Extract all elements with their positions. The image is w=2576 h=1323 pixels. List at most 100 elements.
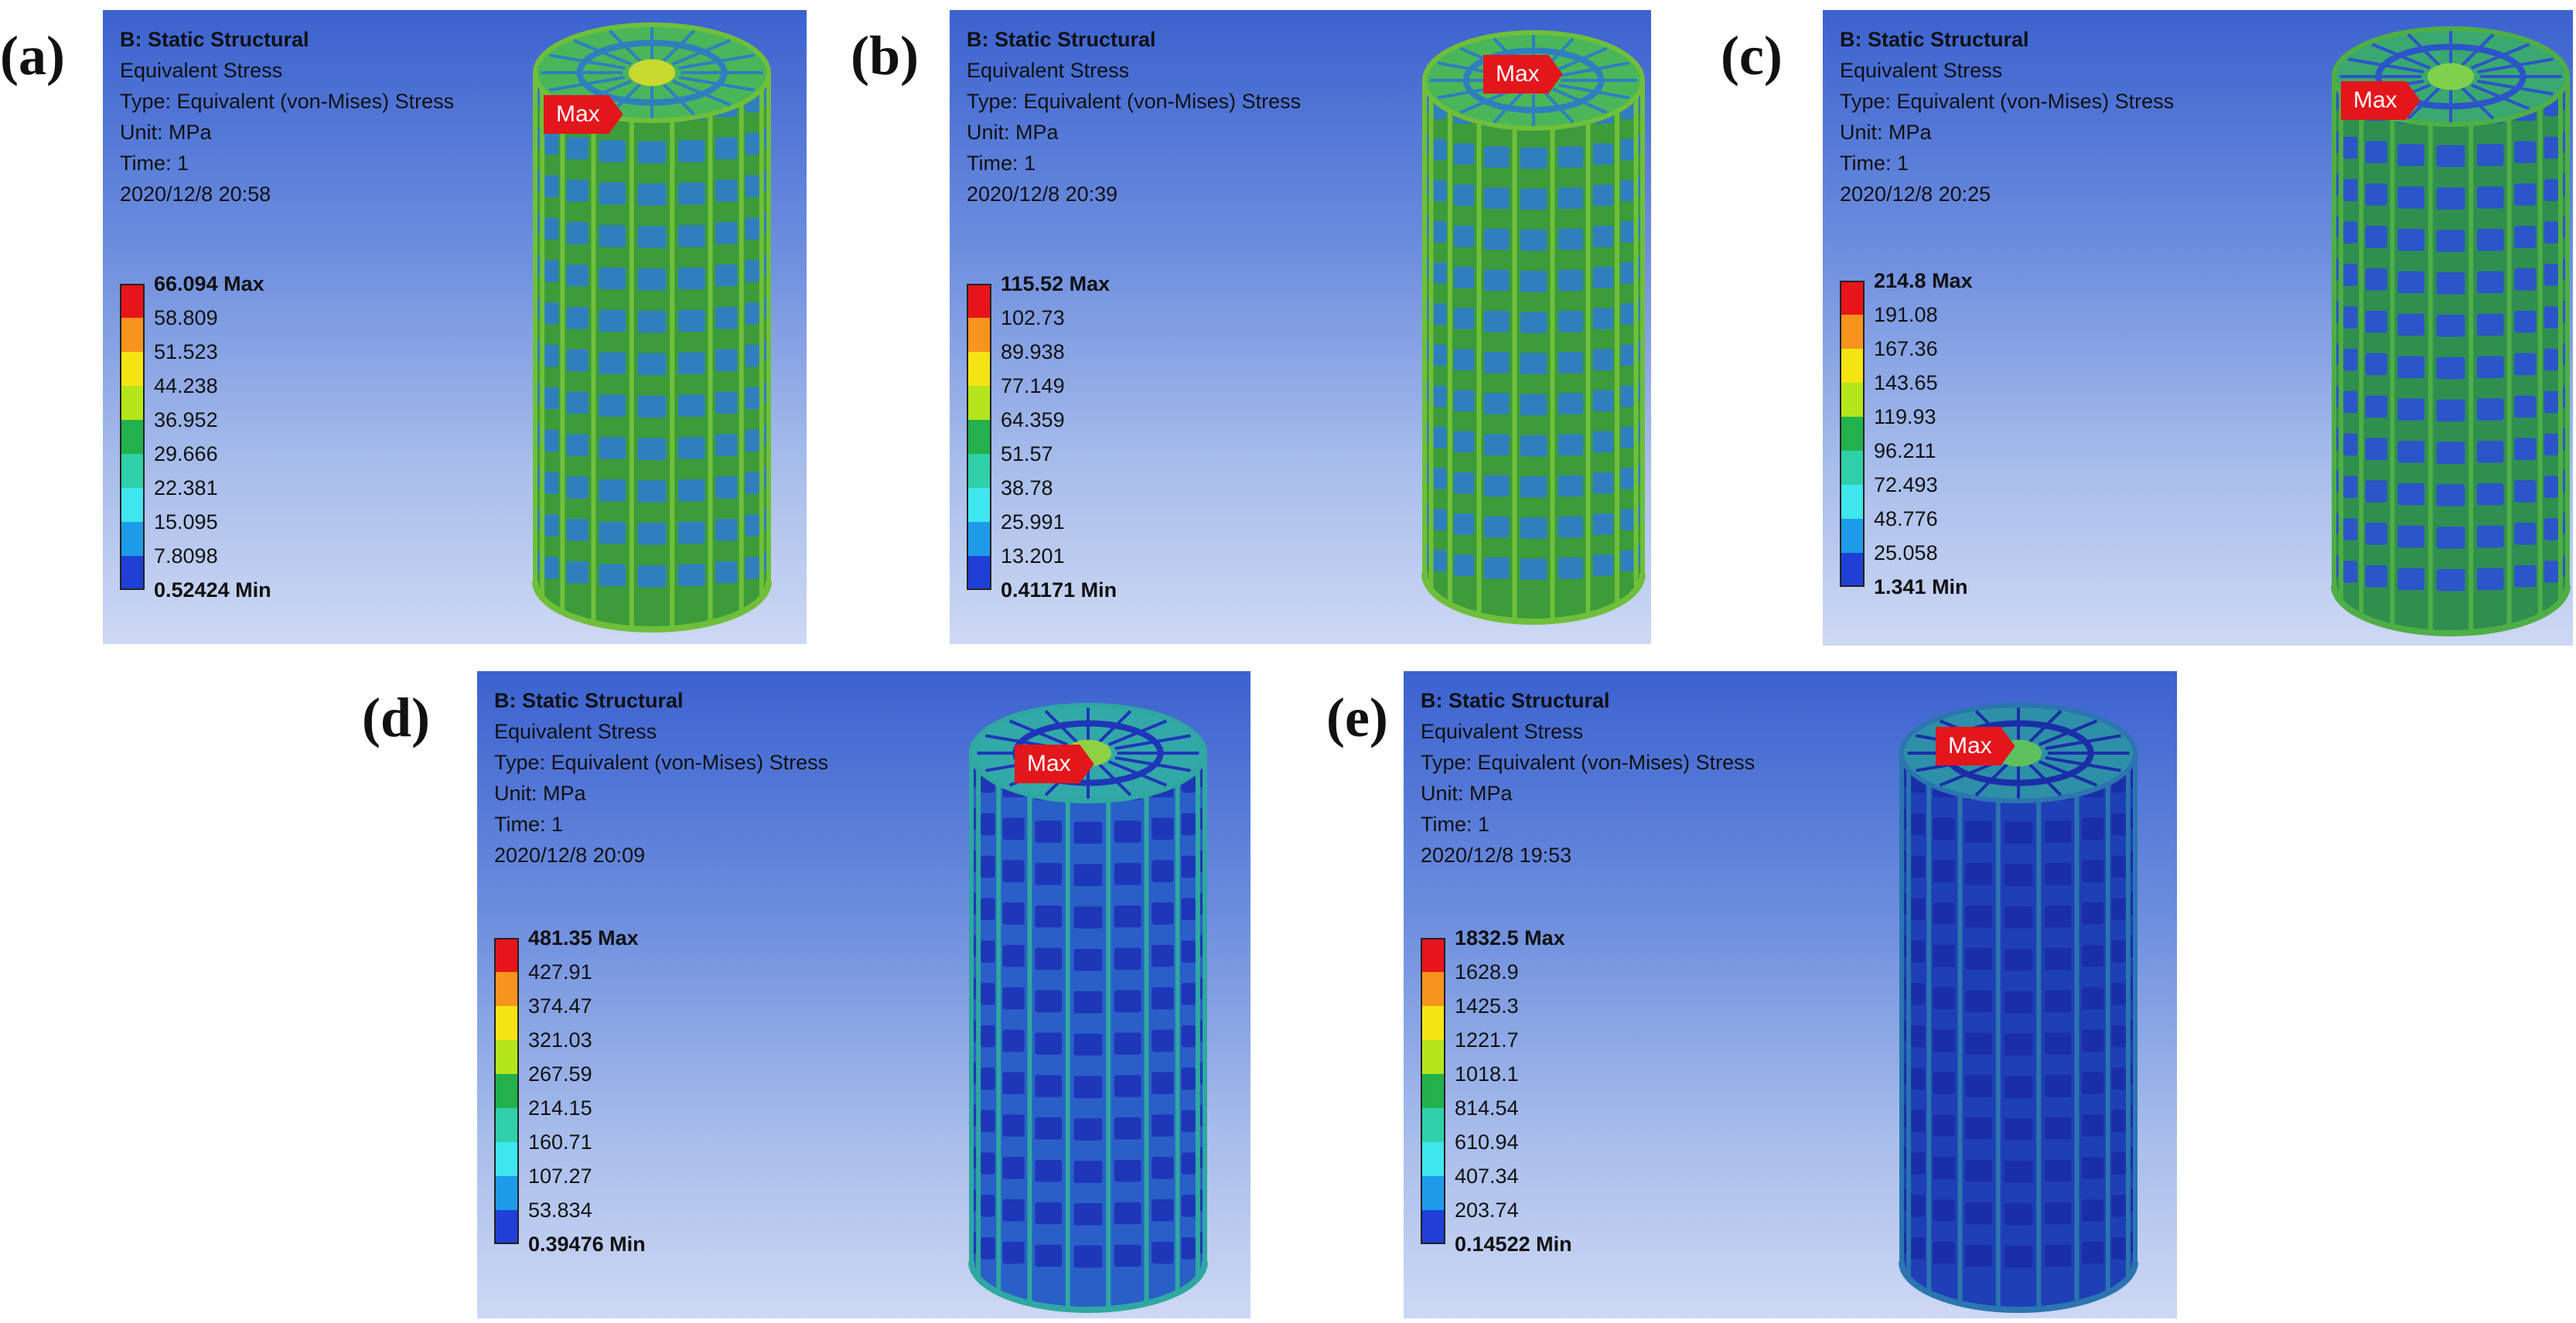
legend-swatch [1421,972,1445,1006]
legend-swatch [1840,417,1865,451]
legend-swatch [494,1006,519,1040]
legend-swatch [120,386,145,420]
legend-value: 191.08 [1874,303,1938,326]
lattice-hole [2397,525,2425,548]
legend-max-value: 214.8 Max [1874,269,1973,292]
lattice-hole [1453,266,1475,288]
lattice-hole [1520,394,1547,416]
lattice-hole [1114,1075,1141,1097]
legend-swatch [1421,1176,1445,1210]
lattice-hole [1592,308,1614,329]
legend-swatch [1421,1040,1445,1074]
lattice-hole [1520,517,1547,539]
lattice-hole [1933,860,1955,882]
lattice-hole [1520,353,1547,375]
lattice-hole [2111,1067,2126,1090]
lattice-hole [1520,435,1547,457]
lattice-hole [2044,905,2072,928]
lattice-hole [1965,947,1993,970]
lattice-hole [1933,817,1955,841]
legend-swatch [494,938,519,972]
lattice-hole [1433,344,1447,367]
lattice-hole [1453,349,1475,370]
lattice-hole [1002,817,1025,841]
lattice-hole [1433,426,1447,448]
top-spoke [2348,57,2424,74]
lattice-hole [1073,1245,1103,1268]
lattice-cylinder-model [532,22,772,633]
lattice-hole [1181,1152,1196,1175]
lattice-hole [1620,509,1634,530]
lattice-hole [1035,1244,1063,1267]
lattice-hole [2004,821,2033,844]
lattice-hole [2476,525,2504,548]
legend-min-value: 0.14522 Min [1455,1233,1572,1256]
lattice-hole [2397,144,2425,166]
lattice-hole [1114,1159,1141,1182]
legend-value: 51.57 [1001,442,1053,465]
lattice-hole [1073,1076,1103,1099]
lattice-hole [1035,863,1063,885]
lattice-hole [1520,147,1547,169]
lattice-hole [1558,393,1584,414]
lattice-hole [2343,348,2358,371]
lattice-hole [1002,1029,1025,1052]
lattice-hole [566,179,589,202]
lattice-hole [1520,312,1547,333]
top-spoke [1098,710,1132,744]
info-line: Type: Equivalent (von-Mises) Stress [1421,751,1755,774]
lattice-hole [1911,855,1926,878]
lattice-hole [1620,303,1634,326]
lattice-hole [2082,945,2104,967]
lattice-hole [637,141,667,164]
max-stress-marker: Max [1483,55,1563,94]
lattice-hole [2111,983,2126,1005]
info-line: Time: 1 [1421,813,1490,836]
info-line: Time: 1 [494,813,564,836]
info-line: 2020/12/8 19:53 [1421,844,1572,867]
lattice-hole [2397,482,2425,506]
legend-min-value: 1.341 Min [1874,575,1968,598]
top-spoke [2470,43,2530,70]
lattice-hole [715,222,738,244]
lattice-hole [1073,864,1103,886]
lattice-hole [2514,141,2537,164]
lattice-hole [1152,1241,1174,1264]
lattice-hole [677,140,705,162]
lattice-hole [637,395,667,418]
lattice-hole [2365,523,2387,545]
lattice-hole [2544,476,2558,498]
lattice-hole [2514,268,2537,291]
legend-value: 53.834 [528,1199,592,1222]
lattice-hole [2476,441,2504,463]
top-spoke [608,29,642,63]
legend-swatch [1840,519,1865,553]
hotspot [2427,63,2475,90]
lattice-hole [1002,1114,1025,1137]
legend-value: 214.15 [528,1096,592,1120]
legend-swatch [1840,281,1865,315]
lattice-hole [637,353,667,376]
lattice-hole [1035,1032,1063,1055]
lattice-hole [2082,860,2104,882]
lattice-hole [1965,990,1993,1013]
top-spoke [1008,719,1069,746]
lattice-hole [1114,1244,1141,1267]
lattice-hole [981,813,995,836]
lattice-hole [981,898,995,920]
legend-swatch [967,318,991,352]
legend-value: 89.938 [1001,340,1065,363]
lattice-hole [1035,990,1063,1013]
lattice-hole [2436,484,2465,506]
lattice-hole [1453,513,1475,535]
lattice-hole [2111,1025,2126,1048]
lattice-hole [1911,1237,1926,1260]
lattice-hole [1483,146,1510,168]
lattice-hole [1114,820,1141,843]
lattice-hole [2082,987,2104,1010]
lattice-hole [1620,138,1634,161]
lattice-hole [2514,564,2537,588]
lattice-hole [566,434,589,456]
legend-value: 160.71 [528,1130,592,1154]
legend-value: 38.78 [1001,476,1053,500]
